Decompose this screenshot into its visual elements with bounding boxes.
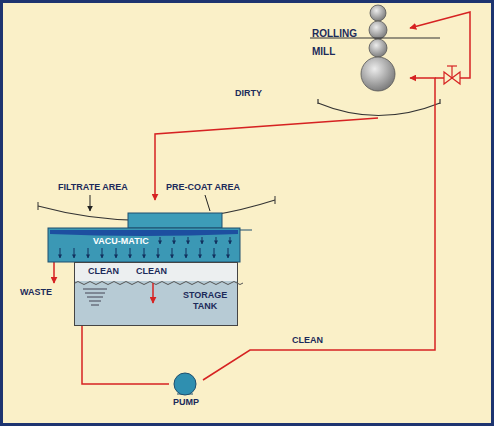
flow-segment xyxy=(410,12,470,78)
node-text: PUMP xyxy=(169,397,203,408)
node-text: ROLLING MILL xyxy=(312,25,357,61)
waste-arrow xyxy=(53,262,55,283)
pump-node: PUMP xyxy=(169,372,203,408)
area-label: PRE-COAT AREA xyxy=(164,182,242,193)
leader-line xyxy=(205,195,210,211)
leader-line xyxy=(90,195,91,211)
flow-segment xyxy=(155,118,378,200)
tray-lip xyxy=(317,99,318,104)
mill-rolls xyxy=(361,5,395,91)
node-text: STORAGE TANK xyxy=(183,290,227,312)
edge-label: CLEAN xyxy=(290,335,325,346)
filter-box: VACU-MATIC xyxy=(38,200,275,262)
flow-line xyxy=(155,118,378,200)
node-text: CLEAN xyxy=(88,266,119,277)
edge-label: DIRTY xyxy=(233,88,264,99)
node-text: VACU-MATIC xyxy=(93,236,149,247)
flow-line xyxy=(82,326,169,384)
collecting-tray xyxy=(318,103,440,116)
node-text: CLEAN xyxy=(136,266,167,277)
valve-symbol xyxy=(444,66,460,84)
area-label: WASTE xyxy=(18,287,54,298)
storage-tank: CLEAN CLEAN STORAGE TANK xyxy=(74,262,238,326)
flow-segment xyxy=(82,326,169,384)
flow-line xyxy=(203,12,470,380)
node-illustration xyxy=(38,200,275,262)
mill-label-node: ROLLING MILL xyxy=(305,5,410,118)
area-label: FILTRATE AREA xyxy=(56,182,130,193)
tray-lip xyxy=(439,99,440,104)
